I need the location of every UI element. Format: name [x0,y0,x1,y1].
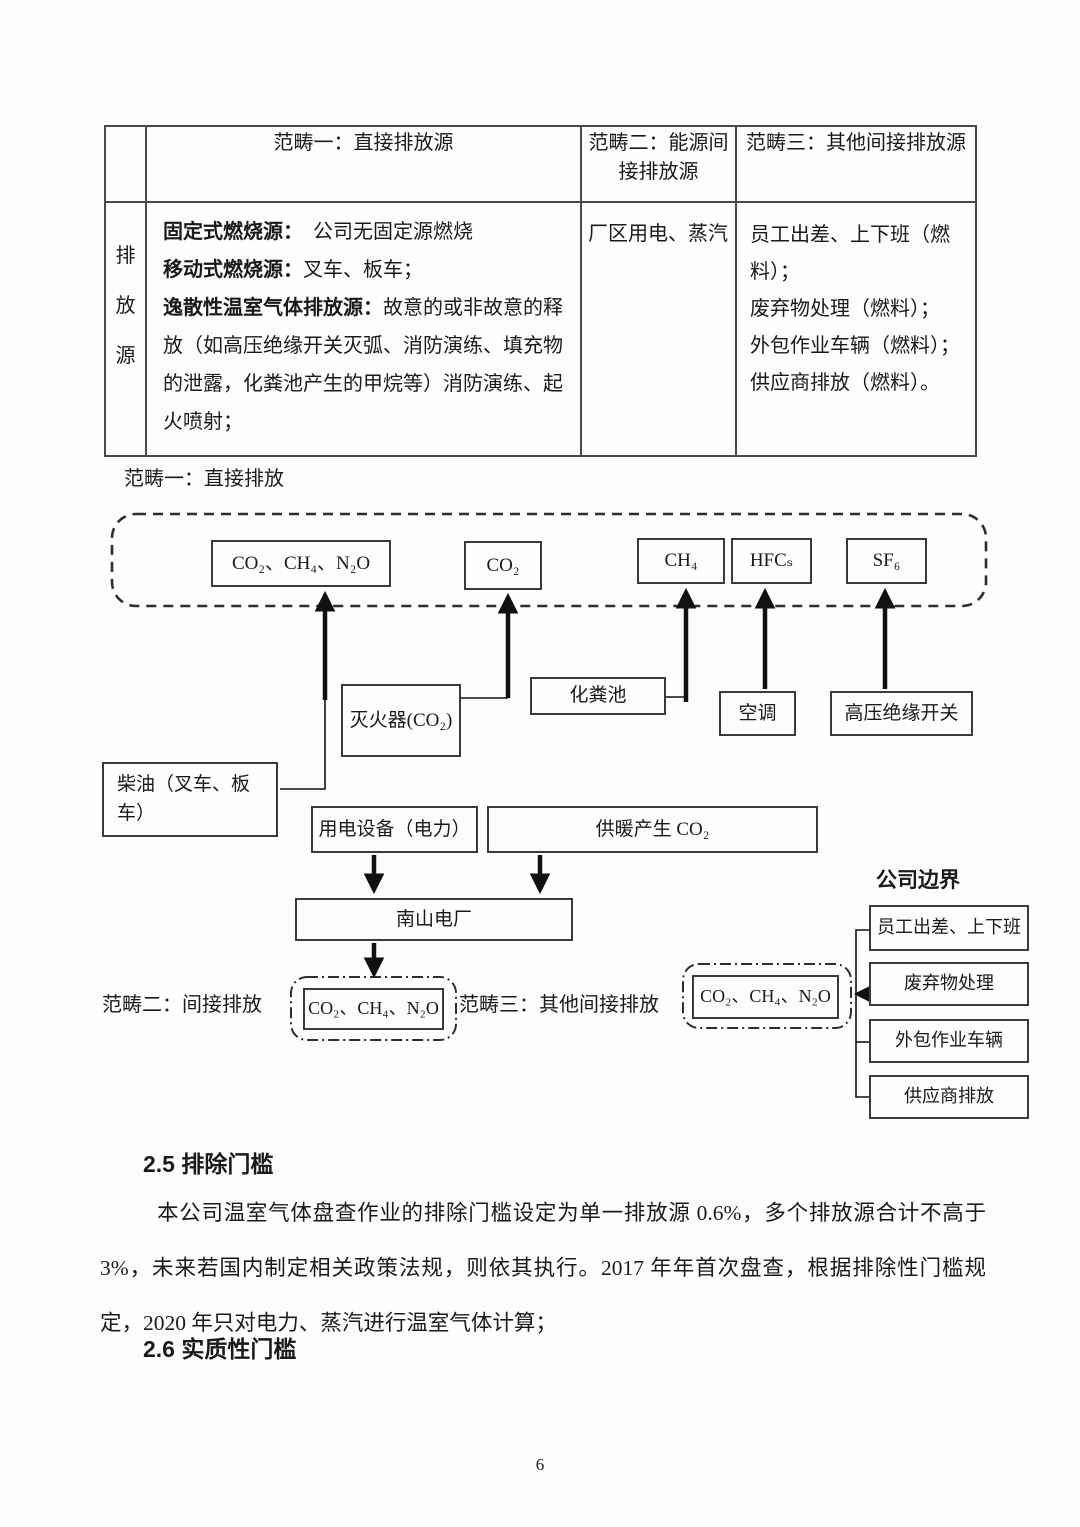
scope3-line: 废弃物处理（燃料）； [750,298,940,320]
scope1-item-3-label: 逸散性温室气体排放源： [163,297,383,319]
gas-box-hfcs: HFCₛ [731,538,812,584]
scope1-item-2-text: 叉车、板车； [303,259,423,281]
header-empty-cell [104,125,147,203]
section-2-6-title: 2.6 实质性门槛 [143,1336,297,1362]
source-box-power-plant: 南山电厂 [295,898,573,941]
scope2-diagram-label: 范畴二：间接排放 [102,994,262,1016]
source-box-extinguisher: 灭火器(CO₂) [341,684,461,757]
table-body-row: 排放源 固定式燃烧源： 公司无固定源燃烧 移动式燃烧源：叉车、板车； 逸散性温室… [104,201,977,457]
scope3-line: 员工出差、上下班（燃料）； [750,224,950,283]
table-header-row: 范畴一：直接排放源 范畴二：能源间接排放源 范畴三：其他间接排放源 [104,125,977,203]
source-box-diesel: 柴油（叉车、板车） [102,762,278,837]
scope3-diagram-label: 范畴三：其他间接排放 [459,994,659,1016]
scope3-line: 外包作业车辆（燃料）； [750,335,960,357]
page-number: 6 [535,1455,545,1474]
section-2-5-title: 2.5 排除门槛 [143,1151,274,1177]
boundary-box-commute: 员工出差、上下班 [869,905,1029,951]
scope1-item-1-text: 公司无固定源燃烧 [313,221,473,243]
scope1-item-1-label: 固定式燃烧源： [163,221,303,243]
gas-box-combo: CO₂、CH₄、N₂O [211,540,391,587]
gas-box-co2: CO₂ [464,541,542,590]
scope1-item-3-text: 故意的或非故意的释放（如高压绝缘开关灭弧、消防演练、填充物的泄露，化粪池产生的甲… [163,297,563,433]
source-box-air-conditioner: 空调 [719,691,796,736]
source-box-heating-co2: 供暖产生 CO₂ [487,806,818,853]
boundary-box-supplier: 供应商排放 [869,1075,1029,1119]
scope2-gases-box: CO₂、CH₄、N₂O [303,988,444,1030]
diesel-connector [280,700,326,790]
source-box-septic-tank: 化粪池 [530,677,666,715]
scope1-dashed-boundary [110,512,988,608]
row-header-emission-source: 排放源 [104,201,147,457]
boundary-bracket [855,929,869,1098]
gas-box-sf6: SF₆ [846,538,927,584]
gas-box-ch4: CH₄ [637,538,725,584]
header-scope1: 范畴一：直接排放源 [145,125,582,203]
section-2-5-body: 本公司温室气体盘查作业的排除门槛设定为单一排放源 0.6%，多个排放源合计不高于… [100,1201,986,1335]
emission-sources-table: 范畴一：直接排放源 范畴二：能源间接排放源 范畴三：其他间接排放源 排放源 固定… [104,125,977,457]
scope1-item-2-label: 移动式燃烧源： [163,259,303,281]
company-boundary-label: 公司边界 [876,869,960,892]
scope3-dashdot-boundary [682,963,852,1029]
scope2-cell: 厂区用电、蒸汽 [580,201,737,457]
scope1-diagram-label: 范畴一：直接排放 [124,468,284,490]
header-scope2: 范畴二：能源间接排放源 [580,125,737,203]
source-box-hv-switch: 高压绝缘开关 [830,691,973,736]
boundary-box-outsourced-vehicles: 外包作业车辆 [869,1019,1029,1063]
scope3-gases-box: CO₂、CH₄、N₂O [692,975,839,1019]
scope3-line: 供应商排放（燃料）。 [750,372,940,394]
scope3-cell: 员工出差、上下班（燃料）； 废弃物处理（燃料）； 外包作业车辆（燃料）； 供应商… [735,201,977,457]
boundary-box-waste: 废弃物处理 [869,962,1029,1006]
header-scope3: 范畴三：其他间接排放源 [735,125,977,203]
scope1-cell: 固定式燃烧源： 公司无固定源燃烧 移动式燃烧源：叉车、板车； 逸散性温室气体排放… [145,201,582,457]
source-box-electric-equipment: 用电设备（电力） [311,806,478,853]
